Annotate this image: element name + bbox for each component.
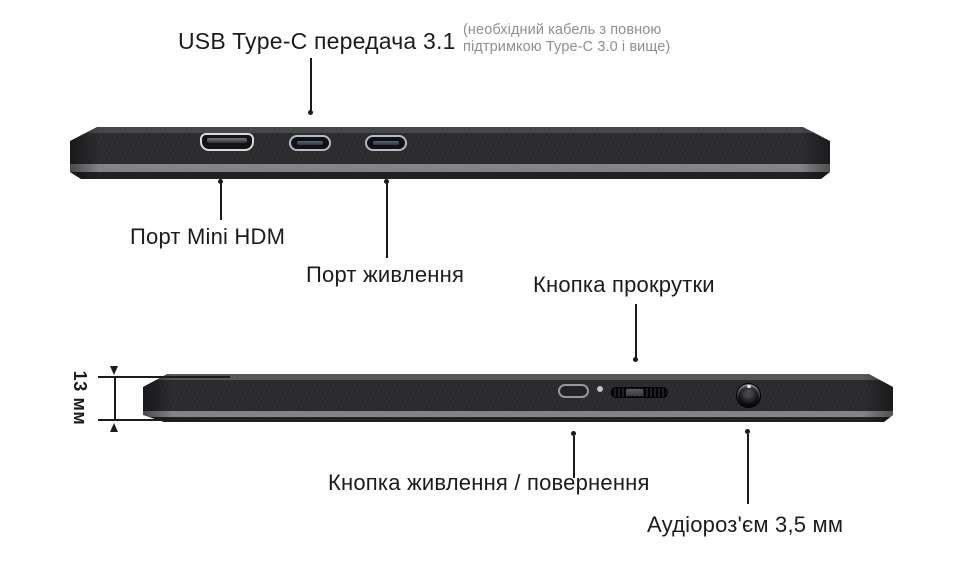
callout-dot-usb-typec xyxy=(308,110,313,115)
leader-line-scroll-button xyxy=(635,304,637,359)
device-right-shading xyxy=(863,374,893,422)
device-right-shading xyxy=(800,127,830,179)
usb-typec-label: USB Type-C передача 3.1 xyxy=(178,28,456,54)
usb-typec-note-line2: підтримкою Type-C 3.0 і вище) xyxy=(463,39,671,55)
mini-hdmi-port xyxy=(200,133,254,151)
usb-c-port-2 xyxy=(365,135,407,151)
power-button xyxy=(558,384,589,398)
dimension-tick-bottom xyxy=(98,419,200,421)
leader-line-power-port xyxy=(386,183,388,258)
mini-hdmi-label: Порт Mini HDM xyxy=(130,224,286,249)
leader-line-mini-hdmi xyxy=(220,183,222,220)
leader-line-audio-jack xyxy=(747,434,749,504)
device-bottom-edge-view xyxy=(143,374,893,422)
power-return-button-label: Кнопка живлення / повернення xyxy=(328,470,650,495)
device-left-shading xyxy=(70,127,100,179)
scroll-wheel-knurl xyxy=(626,389,643,396)
led-indicator xyxy=(597,386,603,392)
callout-dot-power-port xyxy=(384,179,389,184)
leader-line-power-button xyxy=(573,436,575,478)
usb-typec-note-line1: (необхідний кабель з повною xyxy=(463,22,662,38)
device-top-edge-view xyxy=(70,127,830,179)
audio-jack-glint xyxy=(747,385,751,388)
audio-jack-label: Аудіороз'єм 3,5 мм xyxy=(647,512,844,537)
mini-hdmi-slot xyxy=(207,138,247,143)
usb-typec-note: (необхідний кабель з повною підтримкою T… xyxy=(463,22,670,56)
dimension-arrow-top xyxy=(110,366,118,375)
scroll-button-label: Кнопка прокрутки xyxy=(533,272,715,297)
power-port-label: Порт живлення xyxy=(306,262,465,287)
thickness-dimension-label: 13 мм xyxy=(70,370,91,426)
audio-jack-port xyxy=(736,383,761,408)
dimension-extent-line xyxy=(114,377,116,420)
callout-dot-power-button xyxy=(571,431,576,436)
scroll-wheel xyxy=(611,387,668,398)
callout-dot-scroll-button xyxy=(633,357,638,362)
usb-c-pin-1 xyxy=(297,141,323,145)
dimension-tick-top xyxy=(98,376,230,378)
usb-c-pin-2 xyxy=(373,141,399,145)
device-left-shading xyxy=(143,374,173,422)
leader-line-usb-typec xyxy=(310,58,312,111)
callout-dot-mini-hdmi xyxy=(218,179,223,184)
usb-c-port-1 xyxy=(289,135,331,151)
dimension-arrow-bottom xyxy=(110,423,118,432)
callout-dot-audio-jack xyxy=(745,429,750,434)
